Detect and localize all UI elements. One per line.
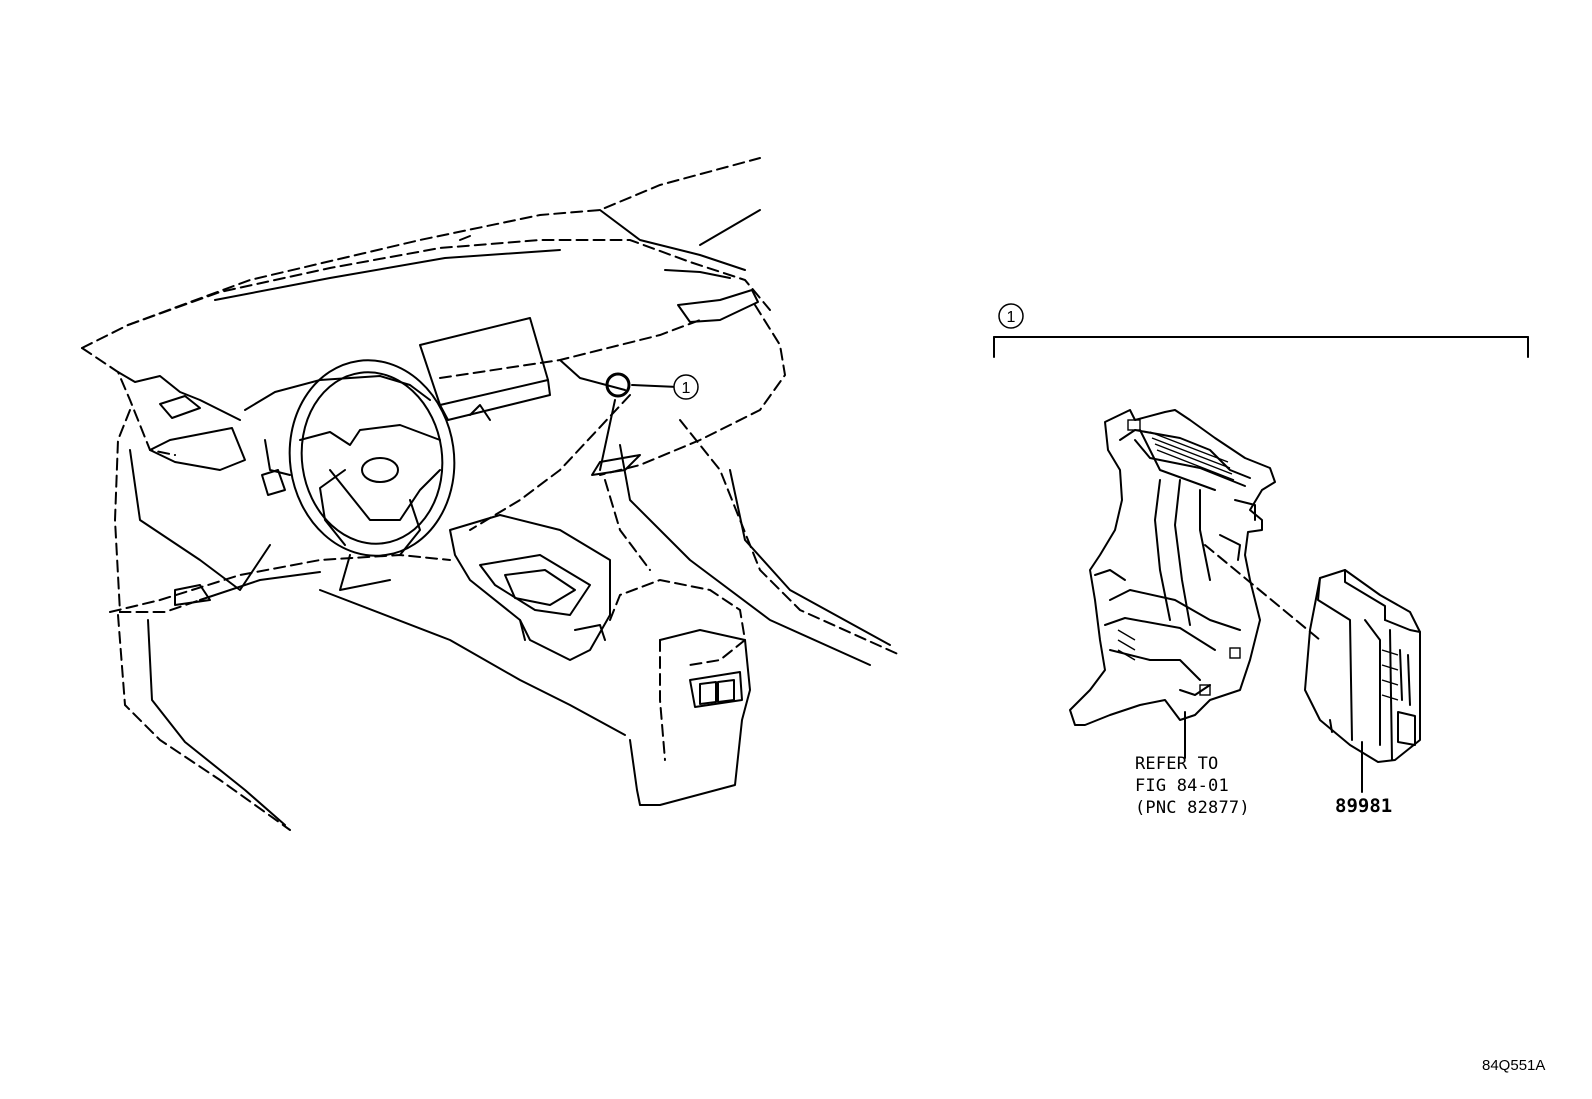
part-number-89981[interactable]: 89981 [1335,795,1393,817]
callout-ref: 1 [673,374,699,400]
steering-wheel [288,359,456,557]
control-module-89981 [1304,569,1421,763]
location-marker-icon [605,372,631,398]
bracket-ref-number: 1 [1007,309,1016,326]
dashboard-illustration [81,157,901,831]
reference-note-line1: REFER TO [1135,754,1219,774]
reference-note-line2: FIG 84-01 [1135,776,1229,796]
junction-block-bracket [1069,409,1276,726]
callout-ref-number: 1 [682,380,691,397]
reference-note-line3: (PNC 82877) [1135,798,1250,818]
assembly-bracket: 1 [993,303,1529,358]
illustration-code: 84Q551A [1482,1057,1546,1074]
assembly-line [1204,544,1321,641]
